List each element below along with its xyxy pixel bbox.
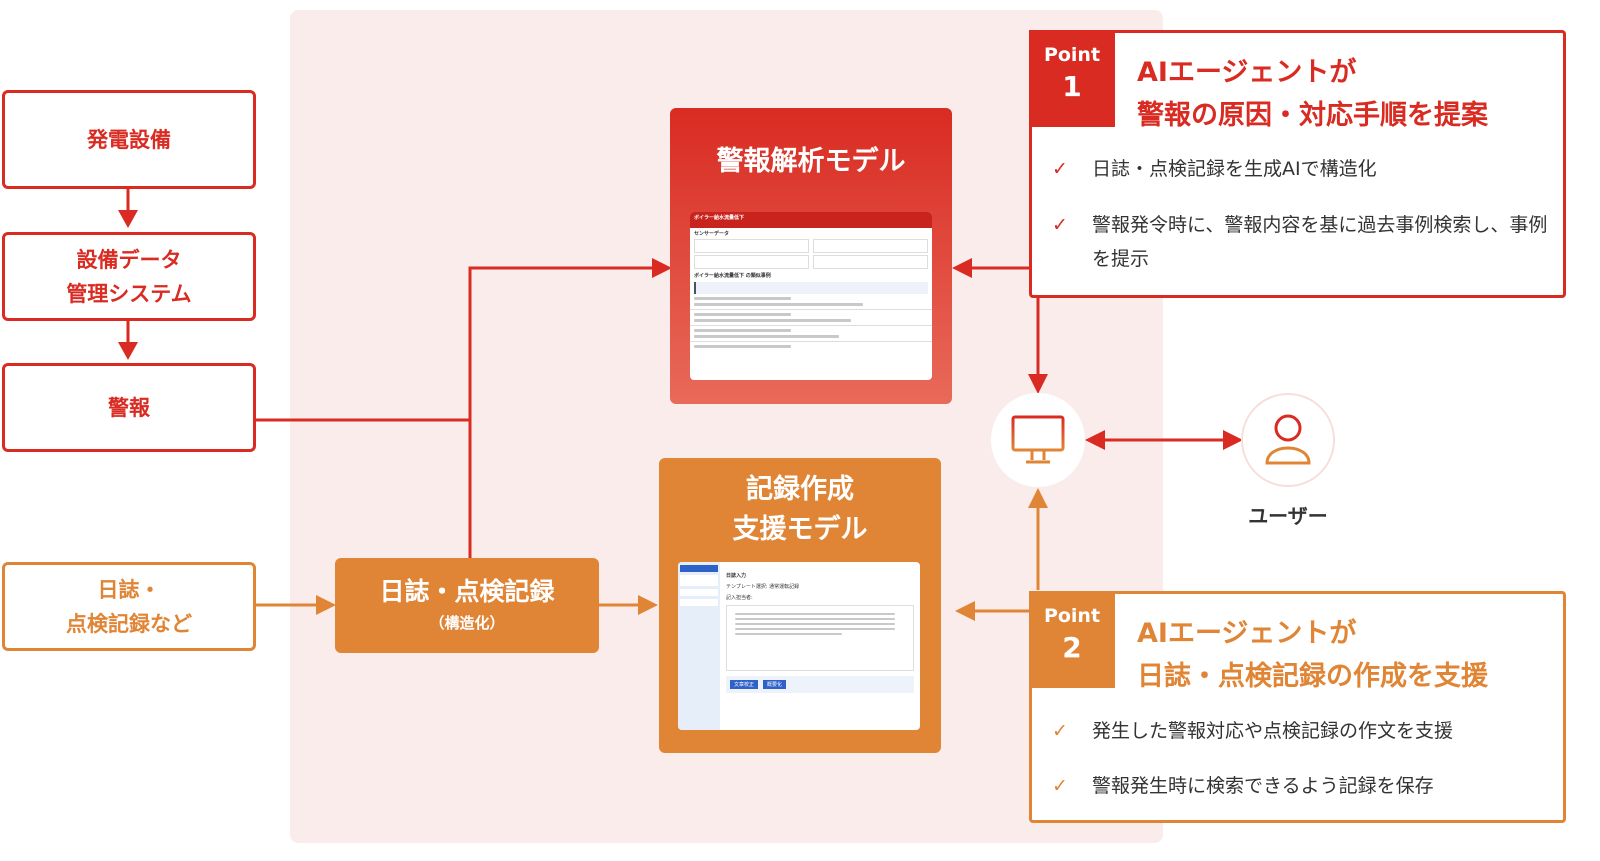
label-line2: 点検記録など <box>66 611 192 636</box>
point1-item: ✓ 日誌・点検記録を生成AIで構造化 <box>1052 152 1552 186</box>
shot-similar: ボイラー給水流量低下 の類似事例 <box>694 273 771 279</box>
title-line2: 警報の原因・対応手順を提案 <box>1137 100 1488 131</box>
shot-textarea <box>726 605 914 671</box>
arrowhead <box>316 595 336 615</box>
alarm-model-title: 警報解析モデル <box>716 146 906 177</box>
badge-word: Point <box>1043 605 1101 627</box>
arrowhead <box>1085 430 1105 450</box>
shot-template-label: テンプレート選択: <box>726 584 768 590</box>
shot-template-value: 通常運転記録 <box>769 584 800 590</box>
check-icon: ✓ <box>1052 158 1068 180</box>
alarm-analysis-model: 警報解析モデル ボイラー給水流量低下 センサーデータ ボイラー給水流量低下 の類… <box>670 108 952 404</box>
arrowhead <box>1223 430 1243 450</box>
point1-title: AIエージェントが警報の原因・対応手順を提案 <box>1137 51 1488 137</box>
check-icon: ✓ <box>1052 775 1068 797</box>
label-line2: 管理システム <box>66 281 192 306</box>
arrowhead <box>1028 488 1048 508</box>
alarm-model-screenshot: ボイラー給水流量低下 センサーデータ ボイラー給水流量低下 の類似事例 <box>690 212 932 380</box>
record-model-title-line1: 記録作成 <box>746 474 854 505</box>
shot-sidebar <box>678 562 720 730</box>
shot-proofread-button: 文章校正 <box>730 680 759 689</box>
shot-author-label: 記入担当者: <box>726 595 753 601</box>
user-circle <box>1241 393 1335 487</box>
point1-item: ✓ 警報発令時に、警報内容を基に過去事例検索し、事例を提示 <box>1052 208 1552 276</box>
title-line2: 日誌・点検記録の作成を支援 <box>1137 661 1488 692</box>
item-text: 警報発生時に検索できるよう記録を保存 <box>1092 775 1434 797</box>
arrowhead <box>955 601 975 621</box>
structured-records-box: 日誌・点検記録 （構造化） <box>335 558 599 653</box>
user-label: ユーザー <box>1248 504 1328 528</box>
point2-badge: Point 2 <box>1029 591 1115 688</box>
record-support-model: 記録作成 支援モデル 日誌入力 テンプレート選択: 通常運転記録 記入担当者: … <box>659 458 941 753</box>
point1-box: Point 1 AIエージェントが警報の原因・対応手順を提案 ✓ 日誌・点検記録を生… <box>1029 30 1566 298</box>
structured-title: 日誌・点検記録 <box>379 577 555 606</box>
arrowhead <box>118 210 138 228</box>
record-model-title-line2: 支援モデル <box>732 514 868 545</box>
box-logs-input: 日誌・点検記録など <box>2 562 256 651</box>
shot-summarize-button: 概要化 <box>763 680 787 689</box>
item-text: 発生した警報対応や点検記録の作文を支援 <box>1092 720 1454 742</box>
label-line1: 設備データ <box>76 247 182 272</box>
arrowhead <box>118 342 138 360</box>
check-icon: ✓ <box>1052 720 1068 742</box>
point2-item: ✓ 発生した警報対応や点検記録の作文を支援 <box>1052 714 1552 748</box>
box-alarm: 警報 <box>2 363 256 452</box>
point2-title: AIエージェントが日誌・点検記録の作成を支援 <box>1137 612 1488 698</box>
arrowhead <box>1028 374 1048 394</box>
shot-heading: 日誌入力 <box>726 573 747 579</box>
arrowhead <box>952 258 972 278</box>
badge-number: 2 <box>1062 631 1082 664</box>
record-model-screenshot: 日誌入力 テンプレート選択: 通常運転記録 記入担当者: 文章校正 概要化 <box>678 562 920 730</box>
monitor-icon <box>1011 415 1065 464</box>
badge-word: Point <box>1043 44 1101 66</box>
arrow-alarm-to-model <box>255 266 660 422</box>
arrowhead <box>638 595 658 615</box>
user-icon <box>1265 414 1311 465</box>
arrowhead <box>652 258 672 278</box>
badge-number: 1 <box>1062 70 1082 103</box>
monitor-circle <box>991 393 1085 487</box>
label-line1: 日誌・ <box>97 577 161 602</box>
title-line1: AIエージェントが <box>1137 618 1357 649</box>
title-line1: AIエージェントが <box>1137 57 1357 88</box>
shot-section: センサーデータ <box>694 231 730 237</box>
item-text: 日誌・点検記録を生成AIで構造化 <box>1092 158 1377 180</box>
label: 発電設備 <box>87 127 171 152</box>
box-equipment-data-system: 設備データ管理システム <box>2 232 256 321</box>
structured-subtitle: （構造化） <box>429 614 505 632</box>
point2-item: ✓ 警報発生時に検索できるよう記録を保存 <box>1052 769 1552 803</box>
item-text: 警報発令時に、警報内容を基に過去事例検索し、事例を提示 <box>1092 214 1548 270</box>
point2-box: Point 2 AIエージェントが日誌・点検記録の作成を支援 ✓ 発生した警報対応や… <box>1029 591 1566 823</box>
point1-badge: Point 1 <box>1029 30 1115 127</box>
shot-header: ボイラー給水流量低下 <box>690 212 932 228</box>
label: 警報 <box>108 395 150 420</box>
box-power-equipment: 発電設備 <box>2 90 256 189</box>
check-icon: ✓ <box>1052 214 1068 236</box>
